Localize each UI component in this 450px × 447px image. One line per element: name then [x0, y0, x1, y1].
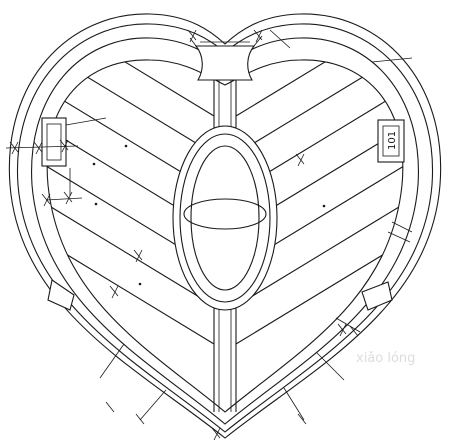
plank-line-left [47, 61, 215, 193]
plank-line-left [47, 59, 215, 117]
right-bench [361, 281, 393, 311]
plank-line-left [47, 59, 215, 79]
top-fitting [194, 45, 256, 81]
dots [92, 144, 326, 286]
heart-outer-rim [8, 13, 442, 439]
plank-line-right [235, 213, 403, 345]
plank-line-left [47, 59, 215, 155]
watermark-text: xiǎo lóng [356, 351, 415, 366]
chevron-planks [47, 59, 403, 345]
plank-line-right [235, 59, 403, 79]
plank-line-right [235, 59, 403, 155]
central-oval [172, 125, 278, 311]
plank-line-left [47, 213, 215, 345]
leader-lines [5, 29, 413, 421]
right-window-box: 101 [377, 119, 405, 163]
plank-line-right [235, 61, 403, 193]
left-window-box [41, 117, 67, 167]
tick-marks [9, 29, 359, 441]
plank-line-right [235, 59, 403, 117]
plank-line-left [47, 175, 215, 307]
left-bench [47, 279, 75, 311]
heart-inner-rim [46, 59, 404, 413]
plank-line-right [235, 175, 403, 307]
room-tag-label: 101 [387, 131, 398, 150]
